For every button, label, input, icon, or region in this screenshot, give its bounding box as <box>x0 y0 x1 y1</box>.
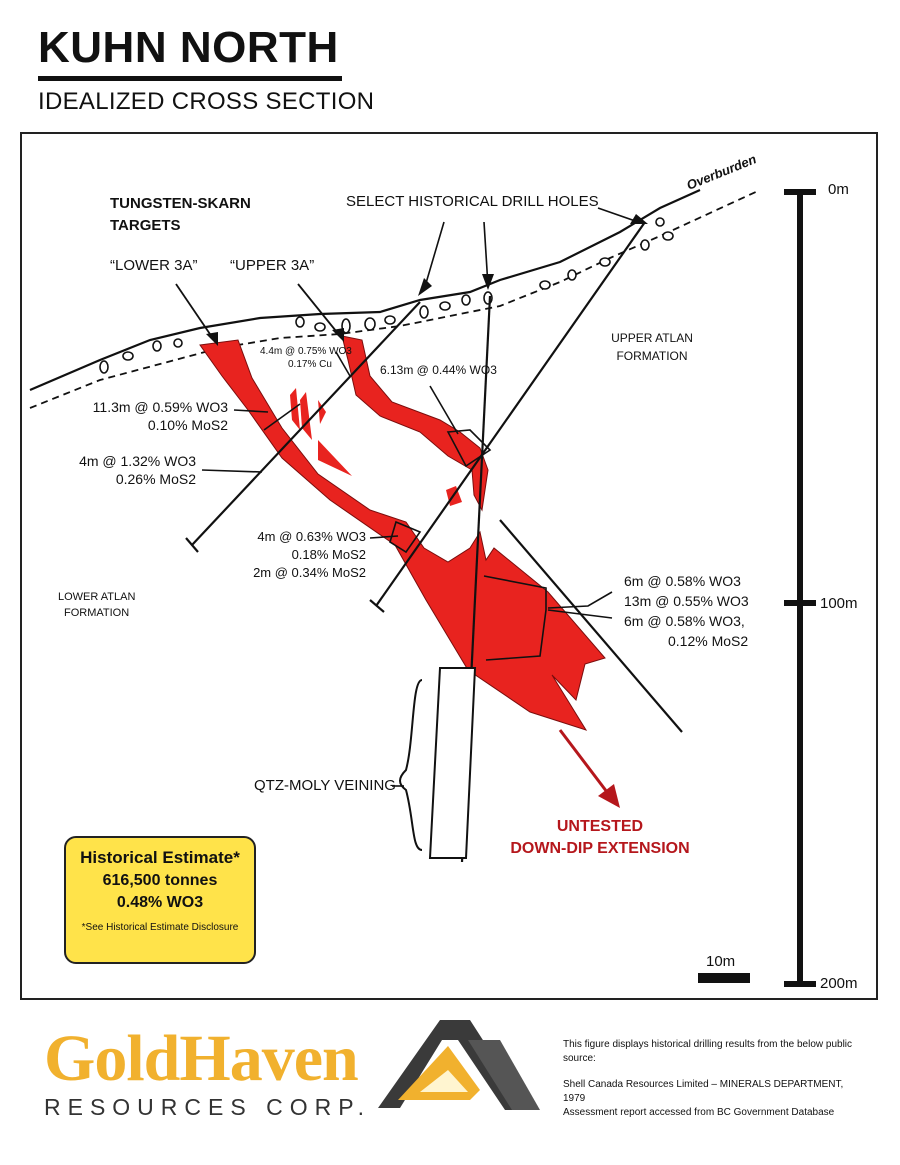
lower-3a-skarn <box>199 339 606 731</box>
pointer-lower-3a <box>175 283 215 341</box>
estimate-grade: 0.48% WO3 <box>116 894 204 911</box>
lower-3a-label: “LOWER 3A” <box>110 257 198 274</box>
drill-hole-a <box>191 301 421 546</box>
title-underline <box>38 76 342 81</box>
intercept-3-line1: 4.4m @ 0.75% WO3 <box>260 346 352 357</box>
intercept-5-line3: 2m @ 0.34% MoS2 <box>253 565 366 580</box>
source-note: This figure displays historical drilling… <box>563 1038 863 1120</box>
depth-label-0: 0m <box>828 181 849 198</box>
pointer-i6b <box>547 609 613 619</box>
intercept-6-line2: 13m @ 0.55% WO3 <box>624 593 749 609</box>
drill-hole-c <box>375 221 646 607</box>
intercept-1-line1: 11.3m @ 0.59% WO3 <box>92 399 228 415</box>
intercept-5-line2: 0.18% MoS2 <box>291 547 366 562</box>
intercept-3-line2: 0.17% Cu <box>288 359 332 370</box>
qtz-moly-vein <box>428 667 477 859</box>
skarn-spike-1 <box>290 388 300 430</box>
mountain-logo-icon <box>378 1020 540 1110</box>
drill-hole-d <box>645 222 682 732</box>
arrowhead-dh2 <box>482 274 494 290</box>
pointer-upper-3a <box>297 283 341 337</box>
source-line1: This figure displays historical drilling… <box>563 1039 853 1064</box>
drill-hole-a-end <box>185 537 199 553</box>
skarn-spike-2 <box>300 392 312 440</box>
intercept-box-1 <box>263 403 301 431</box>
intercept-2-line1: 4m @ 1.32% WO3 <box>79 453 196 469</box>
untested-arrow-shaft <box>558 729 612 797</box>
ground-surface <box>29 188 701 392</box>
targets-label-line2: TARGETS <box>110 217 181 234</box>
arrowhead-dh3 <box>630 214 648 224</box>
page-subtitle: IDEALIZED CROSS SECTION <box>38 88 375 115</box>
intercept-box-2 <box>446 429 492 468</box>
upper-3a-skarn <box>341 335 489 512</box>
pointer-i2 <box>201 469 263 473</box>
ten-metre-label: 10m <box>706 953 736 970</box>
depth-label-200: 200m <box>820 975 858 992</box>
estimate-note: *See Historical Estimate Disclosure <box>81 922 239 933</box>
company-logo-subtitle: RESOURCES CORP. <box>44 1094 371 1120</box>
drill-hole-e <box>499 519 683 733</box>
drill-hole-c-end <box>369 599 385 613</box>
overburden-base <box>29 189 761 409</box>
diagram-frame <box>20 132 878 1000</box>
lower-atlan-label-2: FORMATION <box>64 607 130 619</box>
untested-arrowhead <box>598 784 620 808</box>
upper-3a-label: “UPPER 3A” <box>230 257 315 274</box>
estimate-heading: Historical Estimate* <box>80 848 240 867</box>
company-logo-wordmark: GoldHaven <box>44 1022 359 1095</box>
untested-label-line2: DOWN-DIP EXTENSION <box>510 840 690 857</box>
historical-estimate-box: Historical Estimate* 616,500 tonnes 0.48… <box>64 836 256 964</box>
source-line2: Shell Canada Resources Limited – MINERAL… <box>563 1079 844 1104</box>
intercept-box-4 <box>483 575 547 661</box>
intercept-6-line1: 6m @ 0.58% WO3 <box>624 573 741 589</box>
intercept-2-line2: 0.26% MoS2 <box>115 471 196 487</box>
intercept-6-line4: 0.12% MoS2 <box>668 633 749 649</box>
intercept-6-line3: 6m @ 0.58% WO3, <box>624 613 745 629</box>
pointer-i1 <box>233 409 269 413</box>
ten-metre-bar <box>698 973 750 983</box>
pointer-dh1 <box>423 221 445 291</box>
arrowhead-dh1 <box>418 278 432 296</box>
upper-atlan-label-1: UPPER ATLAN <box>611 331 693 345</box>
intercept-4: 6.13m @ 0.44% WO3 <box>380 363 497 377</box>
source-line3: Assessment report accessed from BC Gover… <box>563 1107 835 1118</box>
drill-holes-label: SELECT HISTORICAL DRILL HOLES <box>346 193 599 210</box>
intercept-5-line1: 4m @ 0.63% WO3 <box>257 529 366 544</box>
page-title: KUHN NORTH <box>38 23 339 72</box>
intercept-1-line2: 0.10% MoS2 <box>147 417 228 433</box>
pointer-i5 <box>369 535 399 539</box>
pointer-i4 <box>429 385 459 435</box>
skarn-spike-4 <box>318 440 352 476</box>
depth-label-100: 100m <box>820 595 858 612</box>
qtz-moly-label: QTZ-MOLY VEINING <box>254 777 396 794</box>
targets-label-line1: TUNGSTEN-SKARN <box>110 195 251 212</box>
pointer-i3 <box>335 351 351 377</box>
qtz-moly-brace <box>399 679 423 851</box>
upper-atlan-label-2: FORMATION <box>616 349 688 363</box>
arrowhead-lower-3a <box>206 332 218 346</box>
estimate-tonnes: 616,500 tonnes <box>102 872 218 889</box>
untested-label-line1: UNTESTED <box>556 818 644 835</box>
arrowhead-upper-3a <box>332 328 344 342</box>
overburden-pebbles <box>99 217 674 374</box>
pointer-i6 <box>547 591 613 609</box>
lower-atlan-label-1: LOWER ATLAN <box>58 591 136 603</box>
skarn-spike-3 <box>318 400 326 424</box>
intercept-box-3 <box>389 520 422 554</box>
